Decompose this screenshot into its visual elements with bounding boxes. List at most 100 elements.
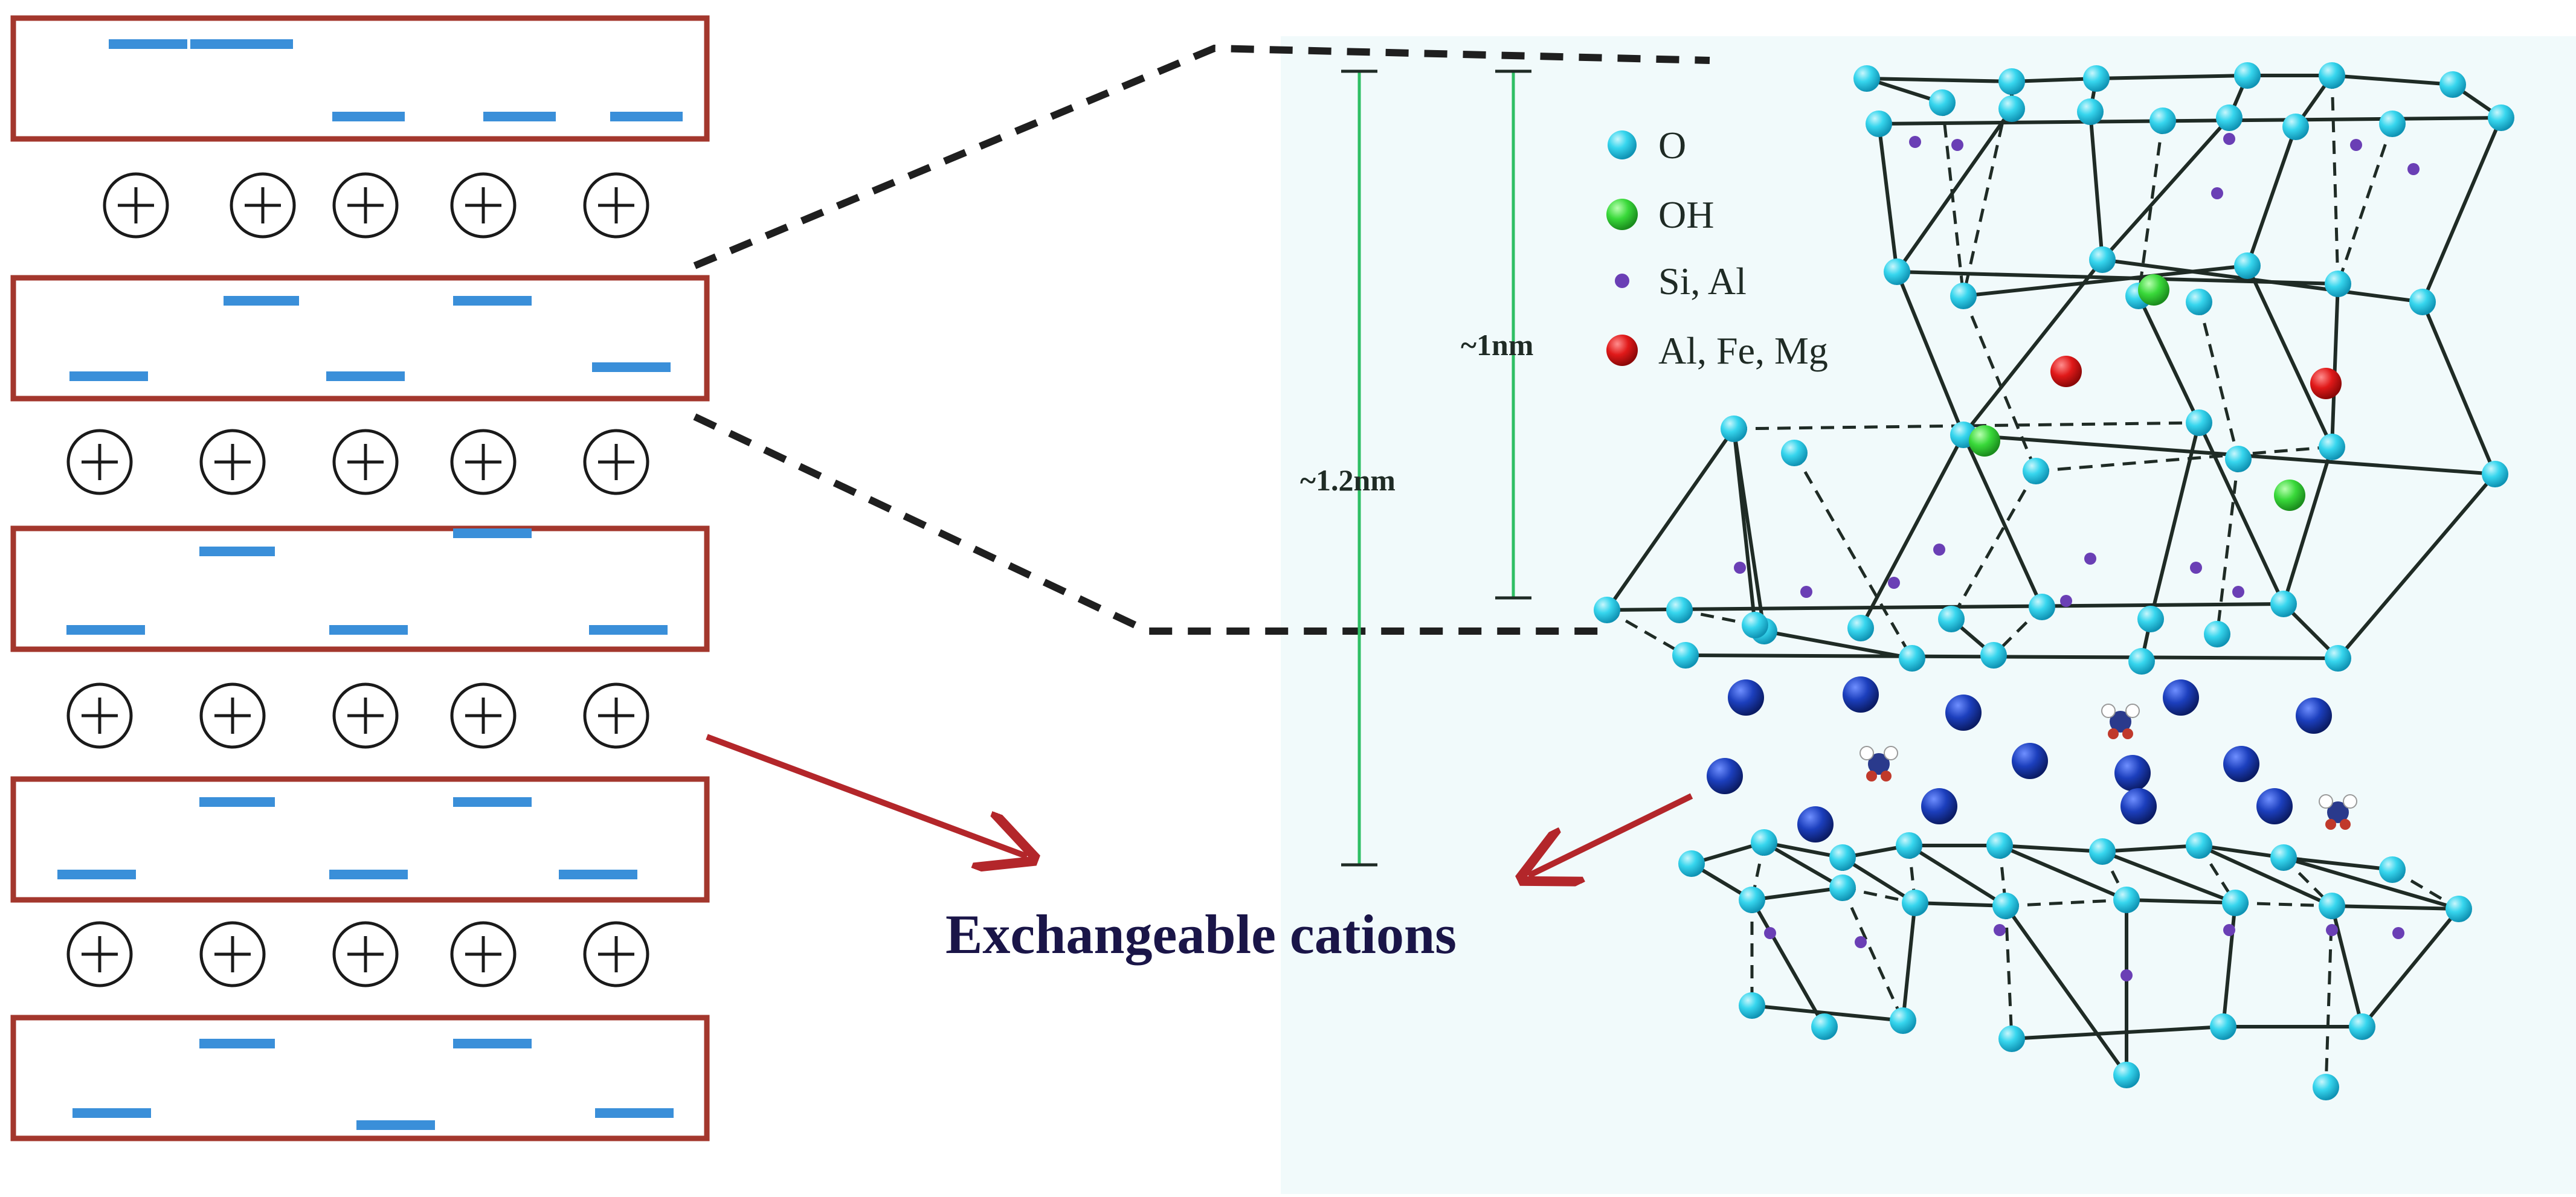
bond bbox=[2330, 283, 2340, 448]
oxygen-atom bbox=[2210, 1013, 2236, 1040]
exchangeable-cation-sphere bbox=[2163, 679, 2199, 716]
bond bbox=[2088, 111, 2104, 260]
bond bbox=[1751, 886, 1843, 902]
clay-layer-3 bbox=[10, 525, 710, 652]
si-al-atom bbox=[2392, 927, 2404, 939]
si-al-atom bbox=[1888, 577, 1900, 589]
bond bbox=[2246, 265, 2334, 448]
oxygen-atom bbox=[2023, 458, 2049, 484]
bond bbox=[1866, 77, 2012, 83]
oxygen-atom bbox=[2446, 896, 2472, 922]
bond bbox=[1763, 841, 1844, 890]
oxygen-atom bbox=[2077, 98, 2104, 125]
interlayer-cation bbox=[199, 921, 266, 987]
bond bbox=[2283, 856, 2459, 911]
bond bbox=[1895, 108, 2014, 273]
water-hydrogen bbox=[2101, 704, 2116, 718]
bond bbox=[2421, 301, 2497, 475]
interlayer-cation bbox=[199, 682, 266, 749]
negative-charge-mark bbox=[329, 870, 408, 879]
interlayer-cation bbox=[66, 429, 133, 495]
dashed-bond bbox=[2235, 901, 2333, 908]
bond bbox=[2011, 1025, 2224, 1041]
oxygen-atom bbox=[1899, 645, 1925, 672]
oxygen-atom bbox=[2270, 844, 2297, 871]
water-hydrogen bbox=[1884, 746, 1898, 760]
interlayer-cation bbox=[450, 172, 517, 239]
metal-atom bbox=[2310, 368, 2342, 399]
negative-charge-mark bbox=[453, 528, 532, 538]
negative-charge-mark bbox=[589, 625, 668, 635]
bond bbox=[2283, 856, 2393, 871]
zoom-lines bbox=[693, 44, 1710, 635]
oxygen-atom bbox=[2186, 832, 2212, 859]
si-al-atom bbox=[2232, 586, 2244, 598]
bond bbox=[1841, 856, 1916, 905]
dashed-bond bbox=[2035, 445, 2333, 473]
oxygen-atom bbox=[2113, 887, 2140, 913]
oxygen-atom bbox=[2234, 252, 2261, 279]
exchangeable-cations-caption: Exchangeable cations bbox=[945, 903, 1457, 965]
legend-item: O bbox=[1608, 124, 1686, 167]
oxygen-atom bbox=[1992, 893, 2019, 919]
negative-charge-mark bbox=[332, 112, 405, 121]
exchangeable-cation-sphere bbox=[2012, 743, 2048, 779]
dashed-bond bbox=[1792, 452, 1914, 659]
metal-atom bbox=[2050, 356, 2082, 387]
oxygen-atom bbox=[2325, 271, 2351, 297]
oxygen-atom bbox=[1739, 887, 1765, 913]
negative-charge-mark bbox=[592, 362, 671, 372]
bond bbox=[1877, 123, 1899, 272]
oxygen-atom bbox=[1853, 65, 1880, 92]
negative-charge-mark bbox=[69, 371, 148, 381]
oxygen-atom bbox=[1739, 992, 1765, 1019]
oxygen-atom bbox=[2439, 71, 2466, 98]
legend-label: OH bbox=[1658, 193, 1714, 236]
dashed-bond bbox=[2336, 123, 2394, 284]
bond bbox=[1999, 844, 2103, 853]
bond bbox=[2221, 902, 2237, 1027]
arrow-from-structure bbox=[1528, 793, 1693, 876]
legend-swatch bbox=[1606, 335, 1638, 366]
legend-label: O bbox=[1658, 124, 1686, 167]
negative-charge-mark bbox=[595, 1108, 674, 1118]
negative-charge-mark bbox=[483, 112, 556, 121]
bond bbox=[2149, 422, 2201, 620]
bond bbox=[1606, 602, 2284, 612]
exchangeable-cation-sphere bbox=[2223, 746, 2259, 782]
dashed-bond bbox=[2197, 301, 2240, 460]
oxygen-atom bbox=[2186, 289, 2212, 315]
oxygen-atom bbox=[1751, 829, 1777, 856]
interlayer-cation bbox=[450, 682, 517, 749]
exchangeable-cation-sphere bbox=[1707, 758, 1743, 794]
oxygen-atom bbox=[2029, 594, 2055, 620]
oxygen-atom bbox=[2282, 114, 2309, 140]
oxygen-atom bbox=[1980, 642, 2007, 669]
tot-crystal-structure bbox=[1594, 62, 2514, 1100]
negative-charge-mark bbox=[72, 1108, 151, 1118]
negative-charge-mark bbox=[453, 797, 532, 807]
clay-layer-4 bbox=[10, 776, 710, 903]
oxygen-atom bbox=[1721, 416, 1747, 442]
oxygen-atom bbox=[2137, 606, 2164, 632]
negative-charge-mark bbox=[329, 625, 408, 635]
hydroxyl-atom bbox=[1969, 425, 2000, 457]
dashed-bond bbox=[1962, 81, 2014, 297]
si-al-atom bbox=[1909, 136, 1921, 148]
legend-swatch bbox=[1608, 130, 1637, 159]
oxygen-atom bbox=[2319, 62, 2345, 89]
oxygen-atom bbox=[1929, 89, 1956, 116]
bond bbox=[2101, 117, 2231, 261]
bond bbox=[2126, 898, 2236, 905]
si-al-atom bbox=[2326, 924, 2338, 936]
bond bbox=[1763, 841, 1843, 859]
dashed-bond bbox=[1950, 470, 2038, 620]
interlayer-cation bbox=[66, 682, 133, 749]
oxygen-atom bbox=[1890, 1007, 1916, 1034]
water-molecule bbox=[2319, 794, 2357, 830]
bond bbox=[2331, 904, 2459, 911]
bond bbox=[2096, 74, 2248, 80]
negative-charge-mark bbox=[199, 547, 275, 556]
oxygen-atom bbox=[1829, 844, 1856, 871]
